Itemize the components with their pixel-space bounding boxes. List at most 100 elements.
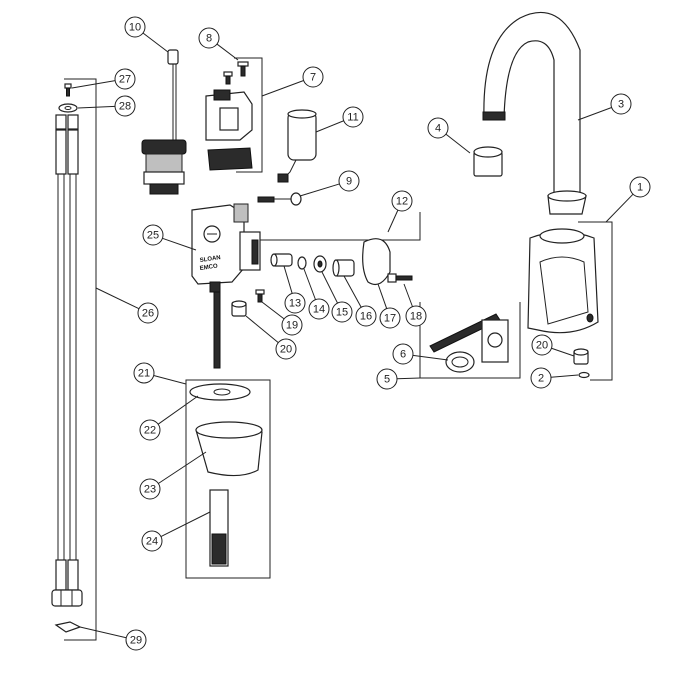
- callout-label-c15: 15: [336, 307, 348, 319]
- leader-line-c14: [303, 268, 316, 300]
- callout-label-c29: 29: [130, 635, 142, 647]
- callout-label-c3: 3: [618, 99, 624, 111]
- leader-line-c8: [216, 43, 239, 61]
- callout-label-c27: 27: [119, 74, 131, 86]
- callout-label-c24: 24: [146, 536, 158, 548]
- leader-line-c6: [412, 354, 449, 361]
- gasket-22: [189, 383, 251, 401]
- callout-label-c7: 7: [310, 72, 316, 84]
- leader-line-c24: [160, 511, 211, 537]
- leader-line-c5: [396, 377, 421, 380]
- control-module-25: [191, 203, 261, 369]
- o-ring-2: [578, 371, 590, 379]
- callout-label-c26: 26: [142, 308, 154, 320]
- screw-8: [223, 61, 249, 85]
- valve-16: [332, 259, 355, 277]
- callout-circle-c2: [530, 367, 552, 389]
- callout-circle-c10: [124, 16, 146, 38]
- callout-label-c23: 23: [144, 484, 156, 496]
- mount-bracket-5: [429, 313, 509, 363]
- callout-circle-c20b: [531, 334, 553, 356]
- leader-line-c15: [321, 271, 338, 304]
- callout-circle-c8: [198, 27, 220, 49]
- body-1: [527, 228, 599, 334]
- brand-mark-line-1: SLOAN: [199, 255, 221, 264]
- cap-20-left: [231, 300, 247, 317]
- callout-circle-c19: [281, 314, 303, 336]
- base-23: [195, 421, 263, 477]
- callout-label-c9: 9: [346, 176, 352, 188]
- leader-line-c25: [162, 237, 197, 251]
- callout-circle-c24: [141, 530, 163, 552]
- callout-circle-c1: [629, 176, 651, 198]
- brand-mark-line-2: EMCO: [199, 263, 218, 271]
- leader-line-c17: [377, 283, 388, 309]
- callout-label-c6: 6: [400, 349, 406, 361]
- callout-circle-c21: [133, 362, 155, 384]
- callout-circle-c28: [114, 95, 136, 117]
- callout-circle-c3: [610, 93, 632, 115]
- callout-circle-c29: [125, 629, 147, 651]
- cover-17: [362, 238, 391, 285]
- aerator-4: [473, 146, 503, 177]
- callout-label-c18: 18: [410, 311, 422, 323]
- cap-20-right: [573, 348, 589, 365]
- supply-hoses: [51, 114, 83, 607]
- callout-label-c28: 28: [119, 101, 131, 113]
- callout-circle-c12: [391, 190, 413, 212]
- shank-24: [209, 489, 229, 567]
- callout-circle-c13: [284, 292, 306, 314]
- callout-label-c2: 2: [538, 373, 544, 385]
- bracket-assembly-7: [205, 89, 253, 171]
- callout-label-c14: 14: [313, 304, 325, 316]
- leader-line-c20a: [245, 315, 279, 344]
- callout-circle-c25: [142, 224, 164, 246]
- callout-circle-c17: [379, 307, 401, 329]
- callout-label-c8: 8: [206, 33, 212, 45]
- leader-line-c1: [605, 193, 634, 223]
- spout-3: [482, 11, 587, 215]
- leader-line-c2: [550, 374, 579, 378]
- leader-line-c20b: [551, 347, 575, 357]
- probe-9: [257, 192, 302, 206]
- callout-circle-c14: [308, 298, 330, 320]
- callout-label-c20b: 20: [536, 340, 548, 352]
- leader-line-c22: [157, 395, 199, 425]
- callout-circle-c11: [342, 106, 364, 128]
- callout-label-c11: 11: [347, 112, 358, 124]
- callout-circle-c6: [392, 343, 414, 365]
- callout-label-c12: 12: [396, 196, 408, 208]
- leader-line-c13: [283, 265, 293, 294]
- callout-label-c21: 21: [138, 368, 150, 380]
- callout-label-c1: 1: [637, 182, 643, 194]
- leader-line-c16: [343, 275, 362, 308]
- callout-circle-c18: [405, 305, 427, 327]
- nut-15: [313, 255, 327, 273]
- clip-29: [54, 621, 82, 633]
- callout-circle-c27: [114, 68, 136, 90]
- washer-28: [58, 103, 78, 113]
- seal-6: [445, 351, 475, 373]
- leader-line-c11: [315, 120, 344, 133]
- callout-circle-c15: [331, 301, 353, 323]
- leader-line-c23: [158, 451, 207, 484]
- leader-line-c12: [387, 209, 399, 233]
- callout-label-c5: 5: [384, 374, 390, 386]
- leader-line-c9: [299, 183, 340, 197]
- leader-line-c19: [261, 301, 285, 320]
- callout-label-c25: 25: [147, 230, 159, 242]
- screw-18: [387, 273, 413, 283]
- callout-circle-c7: [302, 66, 324, 88]
- callout-circle-c9: [338, 170, 360, 192]
- callout-label-c17: 17: [384, 313, 396, 325]
- leader-line-c26: [95, 287, 140, 310]
- leader-line-c21: [153, 375, 187, 385]
- callout-label-c22: 22: [144, 425, 156, 437]
- o-ring-14: [297, 256, 307, 270]
- callout-circle-c20a: [275, 338, 297, 360]
- callout-circle-c22: [139, 419, 161, 441]
- callout-label-c4: 4: [435, 123, 441, 135]
- leader-line-c4: [445, 133, 471, 154]
